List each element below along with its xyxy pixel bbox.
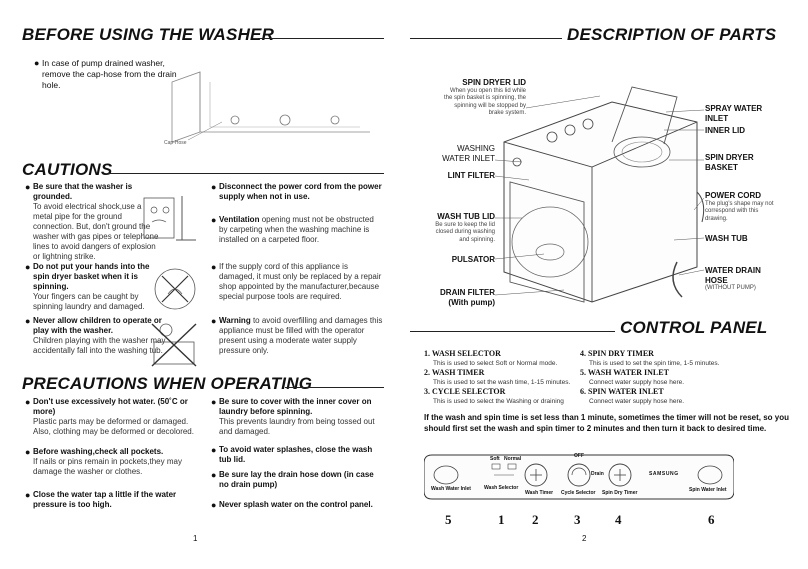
title-rule bbox=[258, 38, 384, 39]
precaution-water-tap: ● Close the water tap a little if the wa… bbox=[25, 490, 177, 509]
timer-note: If the wash and spin time is set less th… bbox=[424, 413, 789, 433]
page-number: 2 bbox=[582, 534, 587, 543]
panel-spin-water-inlet-label: Spin Water Inlet bbox=[689, 487, 727, 493]
caution-grounded: ● Be sure that the washer is grounded. T… bbox=[25, 182, 159, 261]
callout-number-6: 6 bbox=[708, 512, 715, 527]
title-rule bbox=[285, 387, 384, 388]
panel-wash-timer-label: Wash Timer bbox=[525, 490, 554, 496]
caution-supply-cord: ● If the supply cord of this appliance i… bbox=[211, 262, 382, 301]
spin-hand-illustration bbox=[154, 268, 196, 310]
brand-logo: SAMSUNG bbox=[649, 471, 679, 477]
callout-spin-dryer-basket: SPIN DRYER BASKET bbox=[705, 153, 754, 172]
before-using-title: BEFORE USING THE WASHER bbox=[22, 25, 275, 44]
precaution-drain-hose: ● Be sure lay the drain hose down (in ca… bbox=[211, 470, 374, 489]
control-spin-water-inlet: 6. SPIN WATER INLET Connect water supply… bbox=[580, 387, 685, 405]
control-spin-dry-timer: 4. SPIN DRY TIMER This is used to set th… bbox=[580, 349, 720, 367]
callout-wash-tub-lid: WASH TUB LID Be sure to keep the lid clo… bbox=[435, 212, 495, 243]
control-cycle-selector: 3. CYCLE SELECTOR This is used to select… bbox=[424, 387, 564, 405]
leader-lines bbox=[494, 95, 705, 296]
precaution-pockets: ● Before washing,check all pockets. If n… bbox=[25, 447, 182, 476]
callout-number-2: 2 bbox=[532, 512, 539, 527]
cap-hose-label: Cap-Hose bbox=[164, 140, 187, 146]
children-illustration bbox=[151, 323, 197, 367]
caution-disconnect: ● Disconnect the power cord from the pow… bbox=[211, 182, 382, 201]
caution-spin-basket: ● Do not put your hands into the spin dr… bbox=[25, 262, 150, 311]
control-wash-water-inlet: 5. WASH WATER INLET Connect water supply… bbox=[580, 368, 685, 386]
precaution-hot-water: ● Don't use excessively hot water. (50˚C… bbox=[25, 397, 194, 436]
title-rule bbox=[410, 331, 615, 332]
ground-illustration bbox=[143, 196, 196, 241]
cautions-title: CAUTIONS bbox=[22, 160, 113, 179]
precautions-title: PRECAUTIONS WHEN OPERATING bbox=[22, 374, 313, 393]
panel-soft-label: Soft bbox=[490, 456, 500, 462]
caution-warning: ● Warning to avoid overfilling and damag… bbox=[211, 316, 383, 355]
description-title: DESCRIPTION OF PARTS bbox=[567, 25, 777, 44]
callout-lint-filter: LINT FILTER bbox=[447, 171, 495, 180]
cap-hose-illustration bbox=[171, 71, 370, 143]
right-page: DESCRIPTION OF PARTS bbox=[404, 0, 808, 569]
panel-wash-selector-label: Wash Selector bbox=[484, 485, 519, 491]
title-rule bbox=[108, 173, 384, 174]
callout-power-cord: POWER CORD The plug's shape may not corr… bbox=[705, 191, 774, 222]
precaution-inner-cover: ● Be sure to cover with the inner cover … bbox=[211, 397, 375, 436]
control-panel-drawing bbox=[424, 454, 734, 500]
callout-number-5: 5 bbox=[445, 512, 452, 527]
control-panel-title: CONTROL PANEL bbox=[620, 318, 768, 337]
callout-spin-dryer-lid: SPIN DRYER LID When you open this lid wh… bbox=[443, 78, 526, 116]
callout-number-1: 1 bbox=[498, 512, 505, 527]
title-rule bbox=[410, 38, 562, 39]
callout-inner-lid: INNER LID bbox=[705, 126, 745, 135]
callout-water-drain-hose: WATER DRAIN HOSE (WITHOUT PUMP) bbox=[705, 266, 761, 291]
panel-cycle-selector-label: Cycle Selector bbox=[561, 490, 596, 496]
precaution-splashes: ● To avoid water splashes, close the was… bbox=[211, 445, 373, 464]
callout-drain-filter: DRAIN FILTER (With pump) bbox=[440, 288, 495, 307]
callout-number-3: 3 bbox=[574, 512, 581, 527]
panel-off-label: OFF bbox=[574, 453, 584, 459]
callout-spray-water-inlet: SPRAY WATER INLET bbox=[705, 104, 763, 123]
callout-pulsator: PULSATOR bbox=[451, 255, 495, 264]
washer-illustration bbox=[503, 86, 705, 303]
page-number: 1 bbox=[193, 534, 198, 543]
panel-spin-dry-timer-label: Spin Dry Timer bbox=[602, 490, 638, 496]
precaution-control-panel: ● Never splash water on the control pane… bbox=[211, 500, 373, 510]
callout-wash-tub: WASH TUB bbox=[705, 234, 748, 243]
before-bullet: ● In case of pump drained washer, remove… bbox=[34, 58, 177, 90]
control-wash-selector: 1. WASH SELECTOR This is used to select … bbox=[424, 349, 558, 367]
callout-washing-water-inlet: WASHING WATER INLET bbox=[442, 144, 495, 163]
caution-children: ● Never allow children to operate or pla… bbox=[25, 316, 166, 355]
panel-normal-label: Normal bbox=[504, 456, 522, 462]
caution-ventilation: ● Ventilation opening must not be obstru… bbox=[211, 215, 374, 244]
callout-number-4: 4 bbox=[615, 512, 622, 527]
panel-wash-water-inlet-label: Wash Water Inlet bbox=[431, 486, 471, 492]
panel-drain-label: Drain bbox=[591, 471, 604, 477]
control-wash-timer: 2. WASH TIMER This is used to set the wa… bbox=[424, 368, 571, 386]
left-page: BEFORE USING THE WASHER ● In case of pum… bbox=[22, 25, 384, 543]
